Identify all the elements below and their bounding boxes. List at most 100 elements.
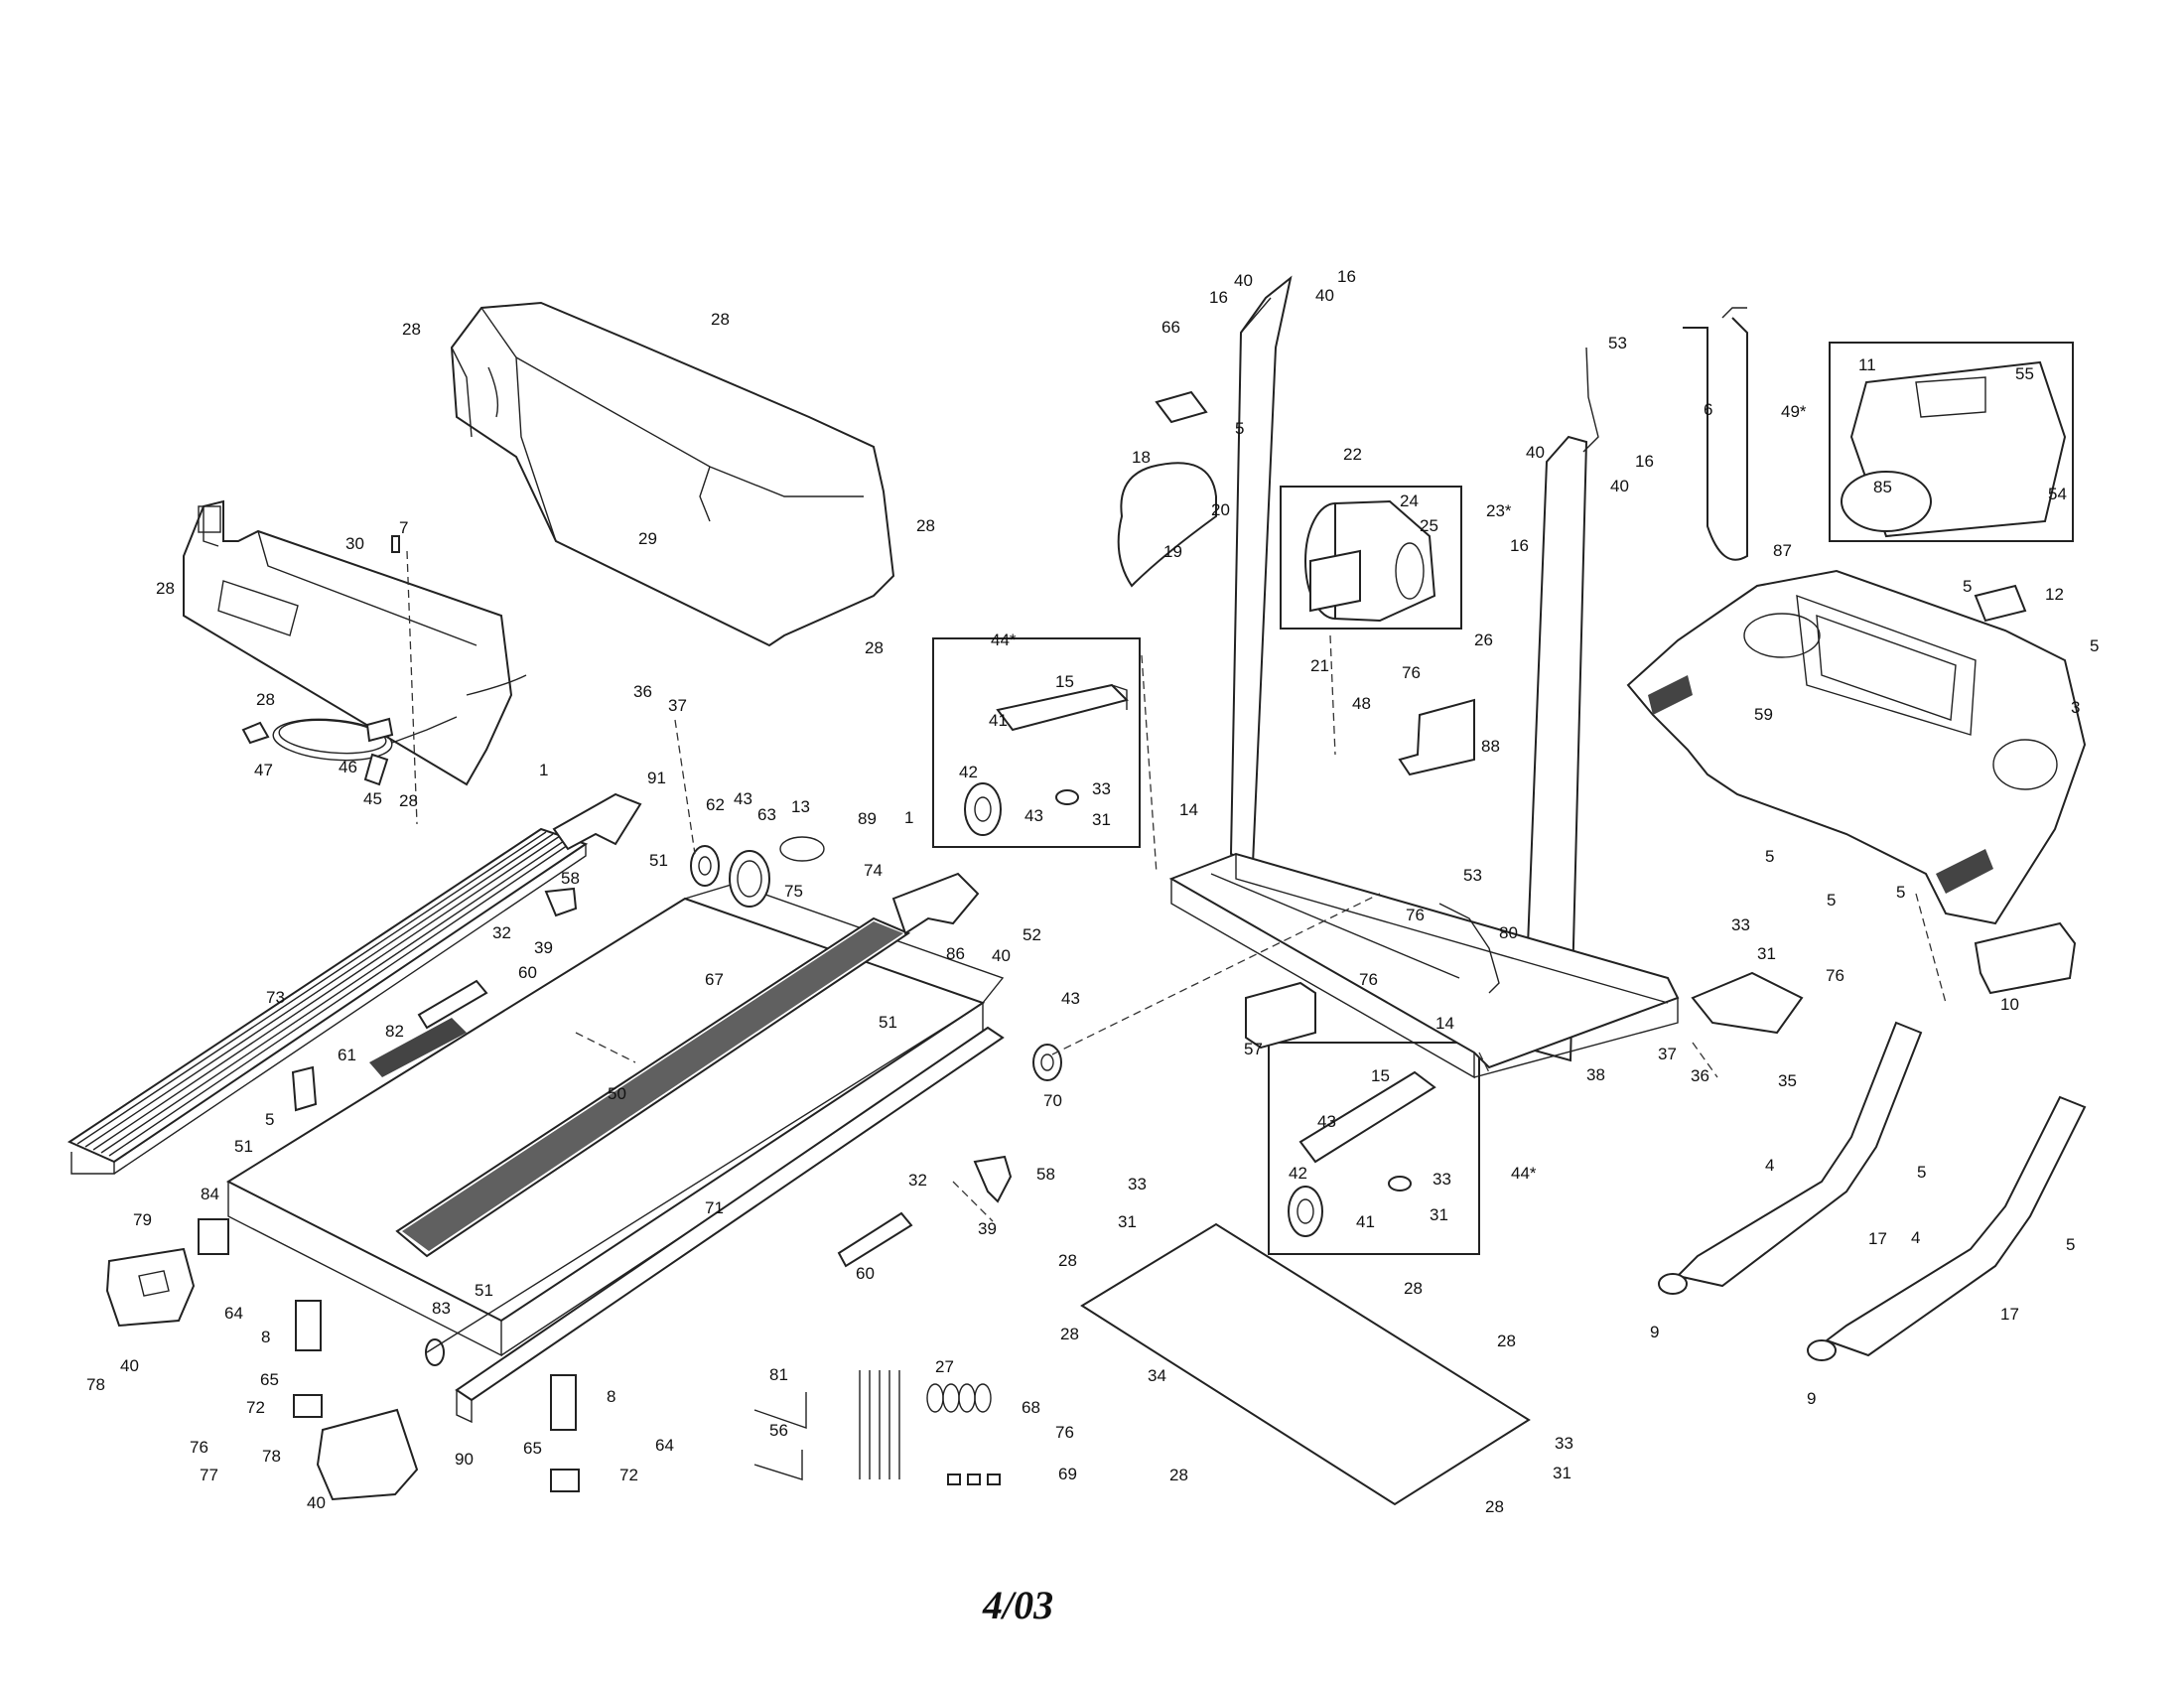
- callout-c4a: 4: [1765, 1156, 1774, 1175]
- callout-c43a: 43: [734, 789, 752, 808]
- callout-c1a: 1: [539, 761, 548, 779]
- callout-c33c: 33: [1128, 1175, 1147, 1193]
- callout-c68: 68: [1022, 1398, 1040, 1417]
- callout-c33d: 33: [1555, 1434, 1573, 1453]
- callout-c13: 13: [791, 797, 810, 816]
- callout-c33b: 33: [1433, 1170, 1451, 1189]
- callout-c37b: 37: [1658, 1045, 1677, 1063]
- callout-c5e: 5: [1765, 847, 1774, 866]
- callout-c36b: 36: [1691, 1066, 1709, 1085]
- callout-c53b: 53: [1463, 866, 1482, 885]
- callout-c31b: 31: [1430, 1205, 1448, 1224]
- callout-c61: 61: [338, 1046, 356, 1064]
- callout-c40c: 40: [307, 1493, 326, 1512]
- rear-endcap-right: [316, 1408, 419, 1501]
- bracket-66: [1155, 390, 1208, 424]
- callout-c46: 46: [339, 758, 357, 776]
- callout-c49: 49*: [1781, 402, 1807, 421]
- callout-c1b: 1: [904, 808, 913, 827]
- callout-c28e: 28: [156, 579, 175, 598]
- callout-c26: 26: [1474, 631, 1493, 649]
- callout-c39a: 39: [534, 938, 553, 957]
- callout-c74: 74: [864, 861, 883, 880]
- callout-c43b: 43: [1061, 989, 1080, 1008]
- callout-c24: 24: [1400, 491, 1419, 510]
- callout-c28c: 28: [916, 516, 935, 535]
- motor-hood: [450, 301, 895, 647]
- callout-c10: 10: [2000, 995, 2019, 1014]
- callout-c28f: 28: [256, 690, 275, 709]
- callout-c70: 70: [1043, 1091, 1062, 1110]
- callout-c73: 73: [266, 988, 285, 1007]
- callout-c31c: 31: [1118, 1212, 1137, 1231]
- callout-c76f: 76: [1826, 966, 1844, 985]
- callout-c56: 56: [769, 1421, 788, 1440]
- console-bracket-10: [1974, 921, 2077, 995]
- callout-c43d: 43: [1317, 1112, 1336, 1131]
- cable-ties: [859, 1370, 900, 1479]
- callout-c65b: 65: [523, 1439, 542, 1458]
- callout-c5c: 5: [1963, 577, 1972, 596]
- switch-bracket: [391, 535, 400, 553]
- callout-c86: 86: [946, 944, 965, 963]
- callout-c77: 77: [200, 1466, 218, 1484]
- callout-c42b: 42: [1289, 1164, 1307, 1183]
- callout-c40g: 40: [1610, 477, 1629, 495]
- handrail-cap-right: [1807, 1339, 1837, 1361]
- callout-c45: 45: [363, 789, 382, 808]
- callout-c48: 48: [1352, 694, 1371, 713]
- callout-c38: 38: [1586, 1065, 1605, 1084]
- callout-c9a: 9: [1650, 1323, 1659, 1341]
- callout-c39b: 39: [978, 1219, 997, 1238]
- wheel-assembly-box-lower: [1268, 1042, 1480, 1255]
- right-side-rail: [395, 916, 1005, 1424]
- callout-c40e: 40: [1315, 286, 1334, 305]
- callout-c40b: 40: [120, 1356, 139, 1375]
- console-insert-box: [1829, 342, 2074, 542]
- callout-c90: 90: [455, 1450, 474, 1469]
- callout-c16d: 16: [1510, 536, 1529, 555]
- callout-c76e: 76: [1359, 970, 1378, 989]
- callout-c16b: 16: [1337, 267, 1356, 286]
- hex-key-81: [753, 1392, 807, 1429]
- rear-endcap-left: [105, 1247, 196, 1328]
- callout-c44b: 44*: [1511, 1164, 1537, 1183]
- callout-c28b: 28: [402, 320, 421, 339]
- belt-ring: [779, 836, 825, 862]
- callout-c30: 30: [345, 534, 364, 553]
- callout-c58a: 58: [561, 869, 580, 888]
- callout-c63: 63: [757, 805, 776, 824]
- callout-c5i: 5: [2066, 1235, 2075, 1254]
- callout-c5a: 5: [265, 1110, 274, 1129]
- callout-c33e: 33: [1731, 915, 1750, 934]
- callout-c85: 85: [1873, 478, 1892, 496]
- callout-c29: 29: [638, 529, 657, 548]
- base-frame: [1168, 852, 1680, 1079]
- handrail-cap-left: [1658, 1273, 1688, 1295]
- callout-c80: 80: [1499, 923, 1518, 942]
- foot-pad-right: [837, 1211, 913, 1268]
- callout-c51b: 51: [879, 1013, 897, 1032]
- base-plate: [1080, 1222, 1531, 1506]
- callout-c28a: 28: [711, 310, 730, 329]
- callout-c3: 3: [2071, 698, 2080, 717]
- callout-c59: 59: [1754, 705, 1773, 724]
- callout-c41b: 41: [1356, 1212, 1375, 1231]
- callout-c47: 47: [254, 761, 273, 779]
- callout-c43c: 43: [1024, 806, 1043, 825]
- callout-c14a: 14: [1179, 800, 1198, 819]
- belt-guard: [369, 1018, 467, 1077]
- callout-c7: 7: [399, 518, 408, 537]
- callout-c28m: 28: [1485, 1497, 1504, 1516]
- controller-57: [1245, 981, 1316, 1050]
- drive-pulley: [690, 845, 770, 908]
- mount-plate-35: [1691, 971, 1804, 1035]
- hex-key-56: [753, 1450, 803, 1480]
- callout-c53a: 53: [1608, 334, 1627, 352]
- power-cord: [241, 674, 527, 762]
- callout-c4b: 4: [1911, 1228, 1920, 1247]
- ribbon-cable: [1683, 307, 1748, 561]
- console-base: [1626, 569, 2087, 925]
- callout-c64a: 64: [224, 1304, 243, 1323]
